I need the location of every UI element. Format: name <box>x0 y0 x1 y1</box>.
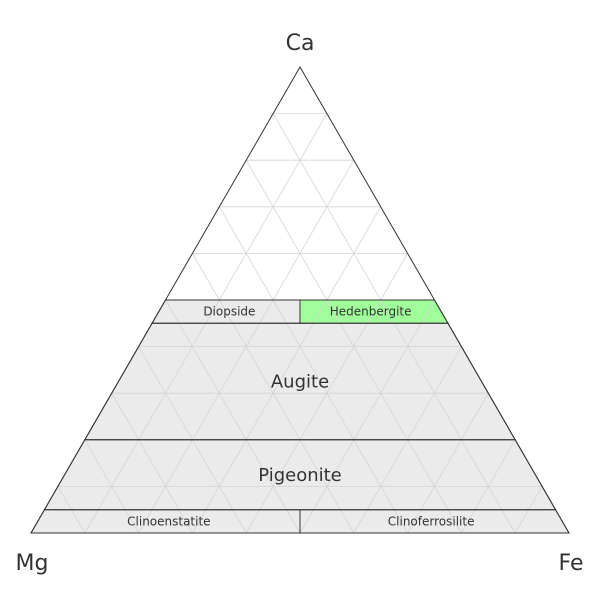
grid-line-fe <box>192 206 382 534</box>
region-label-hedenbergite: Hedenbergite <box>330 305 412 319</box>
vertex-label-fe: Fe <box>559 551 584 576</box>
grid-line-mg <box>165 299 301 534</box>
vertex-label-mg: Mg <box>16 551 49 576</box>
region-label-pigeonite: Pigeonite <box>258 465 342 486</box>
region-pigeonite <box>44 439 556 510</box>
grid-line-fe <box>461 439 516 534</box>
region-fills <box>31 300 569 533</box>
region-label-diopside: Diopside <box>203 305 255 319</box>
vertex-label-ca: Ca <box>286 31 315 56</box>
region-label-clinoenstatite: Clinoenstatite <box>127 514 210 528</box>
region-label-clinoferrosilite: Clinoferrosilite <box>388 514 475 528</box>
grid-line-fe <box>299 299 435 534</box>
region-labels: Diopside HedenbergiteAugitePigeoniteClino… <box>127 305 474 529</box>
triangle-frame <box>30 65 570 534</box>
region-clinoferrosilite <box>300 509 569 533</box>
region-augite <box>84 323 516 440</box>
region-label-augite: Augite <box>271 372 329 393</box>
region-clinoenstatite <box>31 509 300 533</box>
grid-line-mg <box>218 206 408 534</box>
grid-line-mg <box>84 439 139 534</box>
